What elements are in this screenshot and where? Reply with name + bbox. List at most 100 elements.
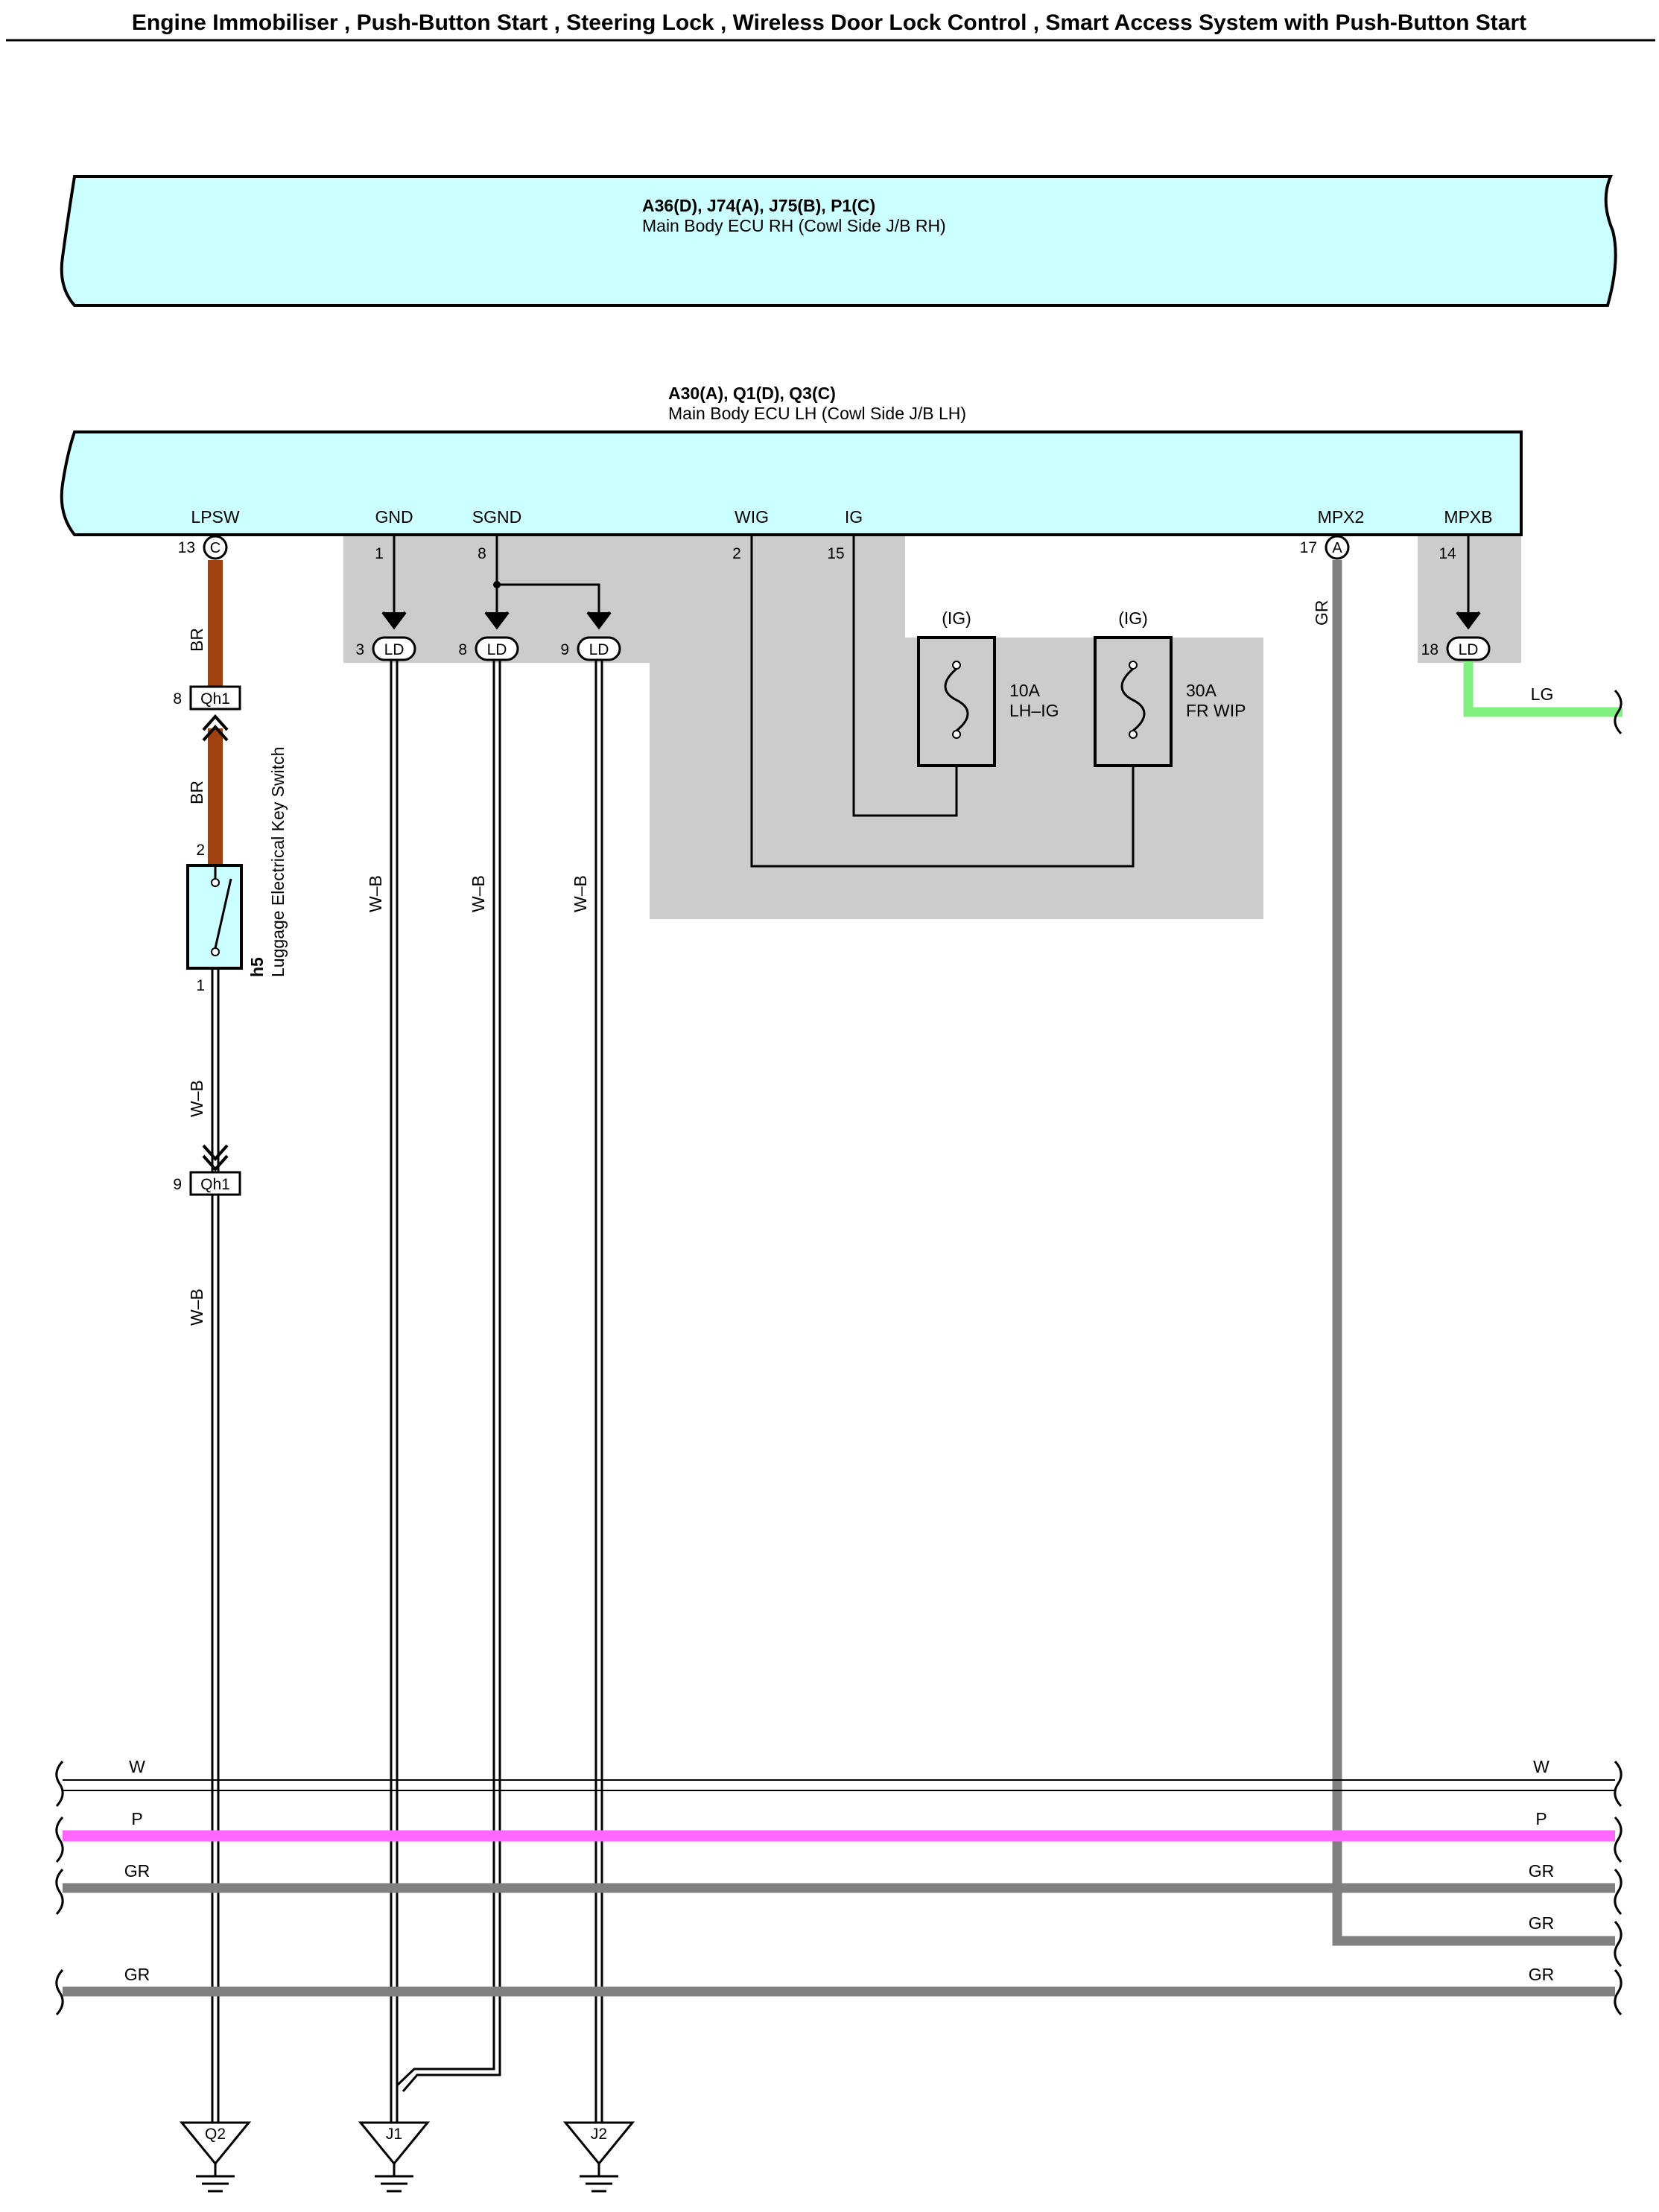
qh1-pin-lower: 9 <box>173 1176 182 1193</box>
gnd-pin: 1 <box>375 545 384 562</box>
ground-j2-label: J2 <box>591 2126 607 2143</box>
fuse-2-contact-bottom <box>1129 730 1138 739</box>
mpxb-arrow <box>1456 611 1481 630</box>
switch-h5-pin-bottom: 1 <box>196 977 205 994</box>
terminal-wig: WIG <box>735 507 769 527</box>
switch-h5-code: h5 <box>247 957 267 977</box>
fuse-2-box <box>1094 636 1173 767</box>
lpsw-connector-letter: C <box>210 540 221 556</box>
bus-label-left-p: P <box>131 1809 142 1828</box>
fuse-2-name: FR WIP <box>1186 701 1246 720</box>
sgnd-pin: 8 <box>478 545 486 562</box>
wire-label-lg: LG <box>1531 684 1554 704</box>
mpx2-connector-letter: A <box>1332 540 1342 556</box>
ground-q2: Q2 <box>179 2121 252 2193</box>
sgnd-arrow-1 <box>484 611 510 630</box>
ground-j1-triangle <box>358 2121 431 2166</box>
terminal-ig: IG <box>845 507 863 527</box>
ground-q2-triangle <box>179 2121 252 2166</box>
terminal-lpsw: LPSW <box>191 507 239 527</box>
qh1-chevron-3 <box>202 1144 229 1162</box>
bus-label-left-gr-1: GR <box>124 1861 150 1881</box>
qh1-connector-upper <box>189 685 241 711</box>
wire-wb-sgnd-1-left <box>396 660 495 2087</box>
ld-pin-9: 9 <box>560 641 569 658</box>
ecu-lh-connectors: A30(A), Q1(D), Q3(C) <box>668 384 836 403</box>
wire-sgnd-branch <box>497 583 600 617</box>
ld-label-gnd: LD <box>384 641 405 658</box>
wire-wb-sgnd-1-right <box>402 660 501 2092</box>
bus-label-left-w: W <box>129 1757 145 1776</box>
wire-label-wb-sgnd-2: W–B <box>571 875 590 912</box>
bus-break-right-1 <box>1614 1760 1622 1808</box>
wire-label-gr-mpx2: GR <box>1312 600 1331 626</box>
ecu-rh-name: Main Body ECU RH (Cowl Side J/B RH) <box>642 216 946 235</box>
switch-h5-blade <box>214 878 232 949</box>
switch-h5-contact-bottom <box>211 947 220 956</box>
qh1-pin-upper: 8 <box>173 690 182 708</box>
lpsw-pin: 13 <box>178 539 195 556</box>
fuse-2-rating: 30A <box>1186 681 1217 700</box>
mpx2-pin: 17 <box>1300 539 1317 556</box>
bus-label-right-gr-2: GR <box>1529 1913 1555 1933</box>
bus-break-left-4 <box>55 1968 64 2016</box>
wire-lg <box>1463 660 1622 717</box>
ld-pin-18: 18 <box>1421 641 1438 658</box>
wire-wig <box>750 535 1135 868</box>
ground-j1: J1 <box>358 2121 431 2193</box>
ld-junction-sgnd-2 <box>577 636 621 661</box>
qh1-label-lower: Qh1 <box>200 1176 230 1193</box>
mpxb-pin: 14 <box>1438 545 1456 562</box>
fuse-1-element <box>944 667 969 732</box>
ld-pin-8: 8 <box>458 641 467 658</box>
fuse-1-contact-bottom <box>952 730 961 739</box>
ground-j2-triangle <box>562 2121 635 2166</box>
ground-q2-label: Q2 <box>205 2126 226 2143</box>
ld-junction-gnd <box>372 636 416 661</box>
gnd-arrow <box>381 611 407 630</box>
lpsw-connector-dot <box>203 535 228 560</box>
bus-break-left-3 <box>55 1868 64 1916</box>
terminal-mpxb: MPXB <box>1444 507 1492 527</box>
bus-break-right-5 <box>1614 1968 1622 2016</box>
qh1-chevron-4 <box>202 1154 229 1172</box>
wire-br-lower <box>208 728 223 866</box>
ground-j1-label: J1 <box>386 2126 402 2143</box>
wig-pin: 2 <box>732 545 741 562</box>
qh1-chevron-1 <box>202 714 229 731</box>
wire-label-wb-1: W–B <box>187 1080 206 1117</box>
ld-label-sgnd-2: LD <box>589 641 609 658</box>
fuse-2-contact-top <box>1129 661 1138 670</box>
bus-label-right-gr-1: GR <box>1529 1861 1555 1881</box>
bus-break-left-1 <box>55 1760 64 1808</box>
qh1-connector-lower <box>189 1171 241 1196</box>
fuse-1-source: (IG) <box>942 608 971 628</box>
diagram-title: Engine Immobiliser , Push-Button Start ,… <box>132 10 1526 35</box>
bus-break-right-3 <box>1614 1868 1622 1916</box>
ld-junction-sgnd-1 <box>475 636 519 661</box>
ecu-lh-name: Main Body ECU LH (Cowl Side J/B LH) <box>668 404 966 423</box>
ground-shade-area <box>343 535 1263 919</box>
qh1-label-upper: Qh1 <box>200 690 230 708</box>
wire-label-wb-2: W–B <box>187 1288 206 1326</box>
ld-label-mpxb: LD <box>1459 641 1479 658</box>
wire-label-br-2: BR <box>187 781 206 804</box>
ecu-rh-box <box>60 175 1617 307</box>
switch-h5-contact-top <box>211 878 220 887</box>
bus-label-right-gr-3: GR <box>1529 1965 1555 1984</box>
ld-label-sgnd-1: LD <box>487 641 507 658</box>
bus-break-right-4 <box>1614 1920 1622 1968</box>
terminal-gnd: GND <box>375 507 413 527</box>
wire-label-wb-gnd: W–B <box>366 875 385 912</box>
switch-h5-name: Luggage Electrical Key Switch <box>268 747 288 977</box>
wire-label-br-1: BR <box>187 628 206 652</box>
ig-pin: 15 <box>827 545 844 562</box>
wire-br-upper <box>208 560 223 698</box>
wire-lg-break <box>1614 689 1622 735</box>
wire-label-wb-sgnd-1: W–B <box>469 875 488 912</box>
switch-h5-pin-top: 2 <box>196 842 205 859</box>
wire-gr-mpx2 <box>1332 560 1615 1946</box>
bus-label-right-p: P <box>1535 1809 1547 1828</box>
ecu-lh-box <box>60 430 1523 536</box>
